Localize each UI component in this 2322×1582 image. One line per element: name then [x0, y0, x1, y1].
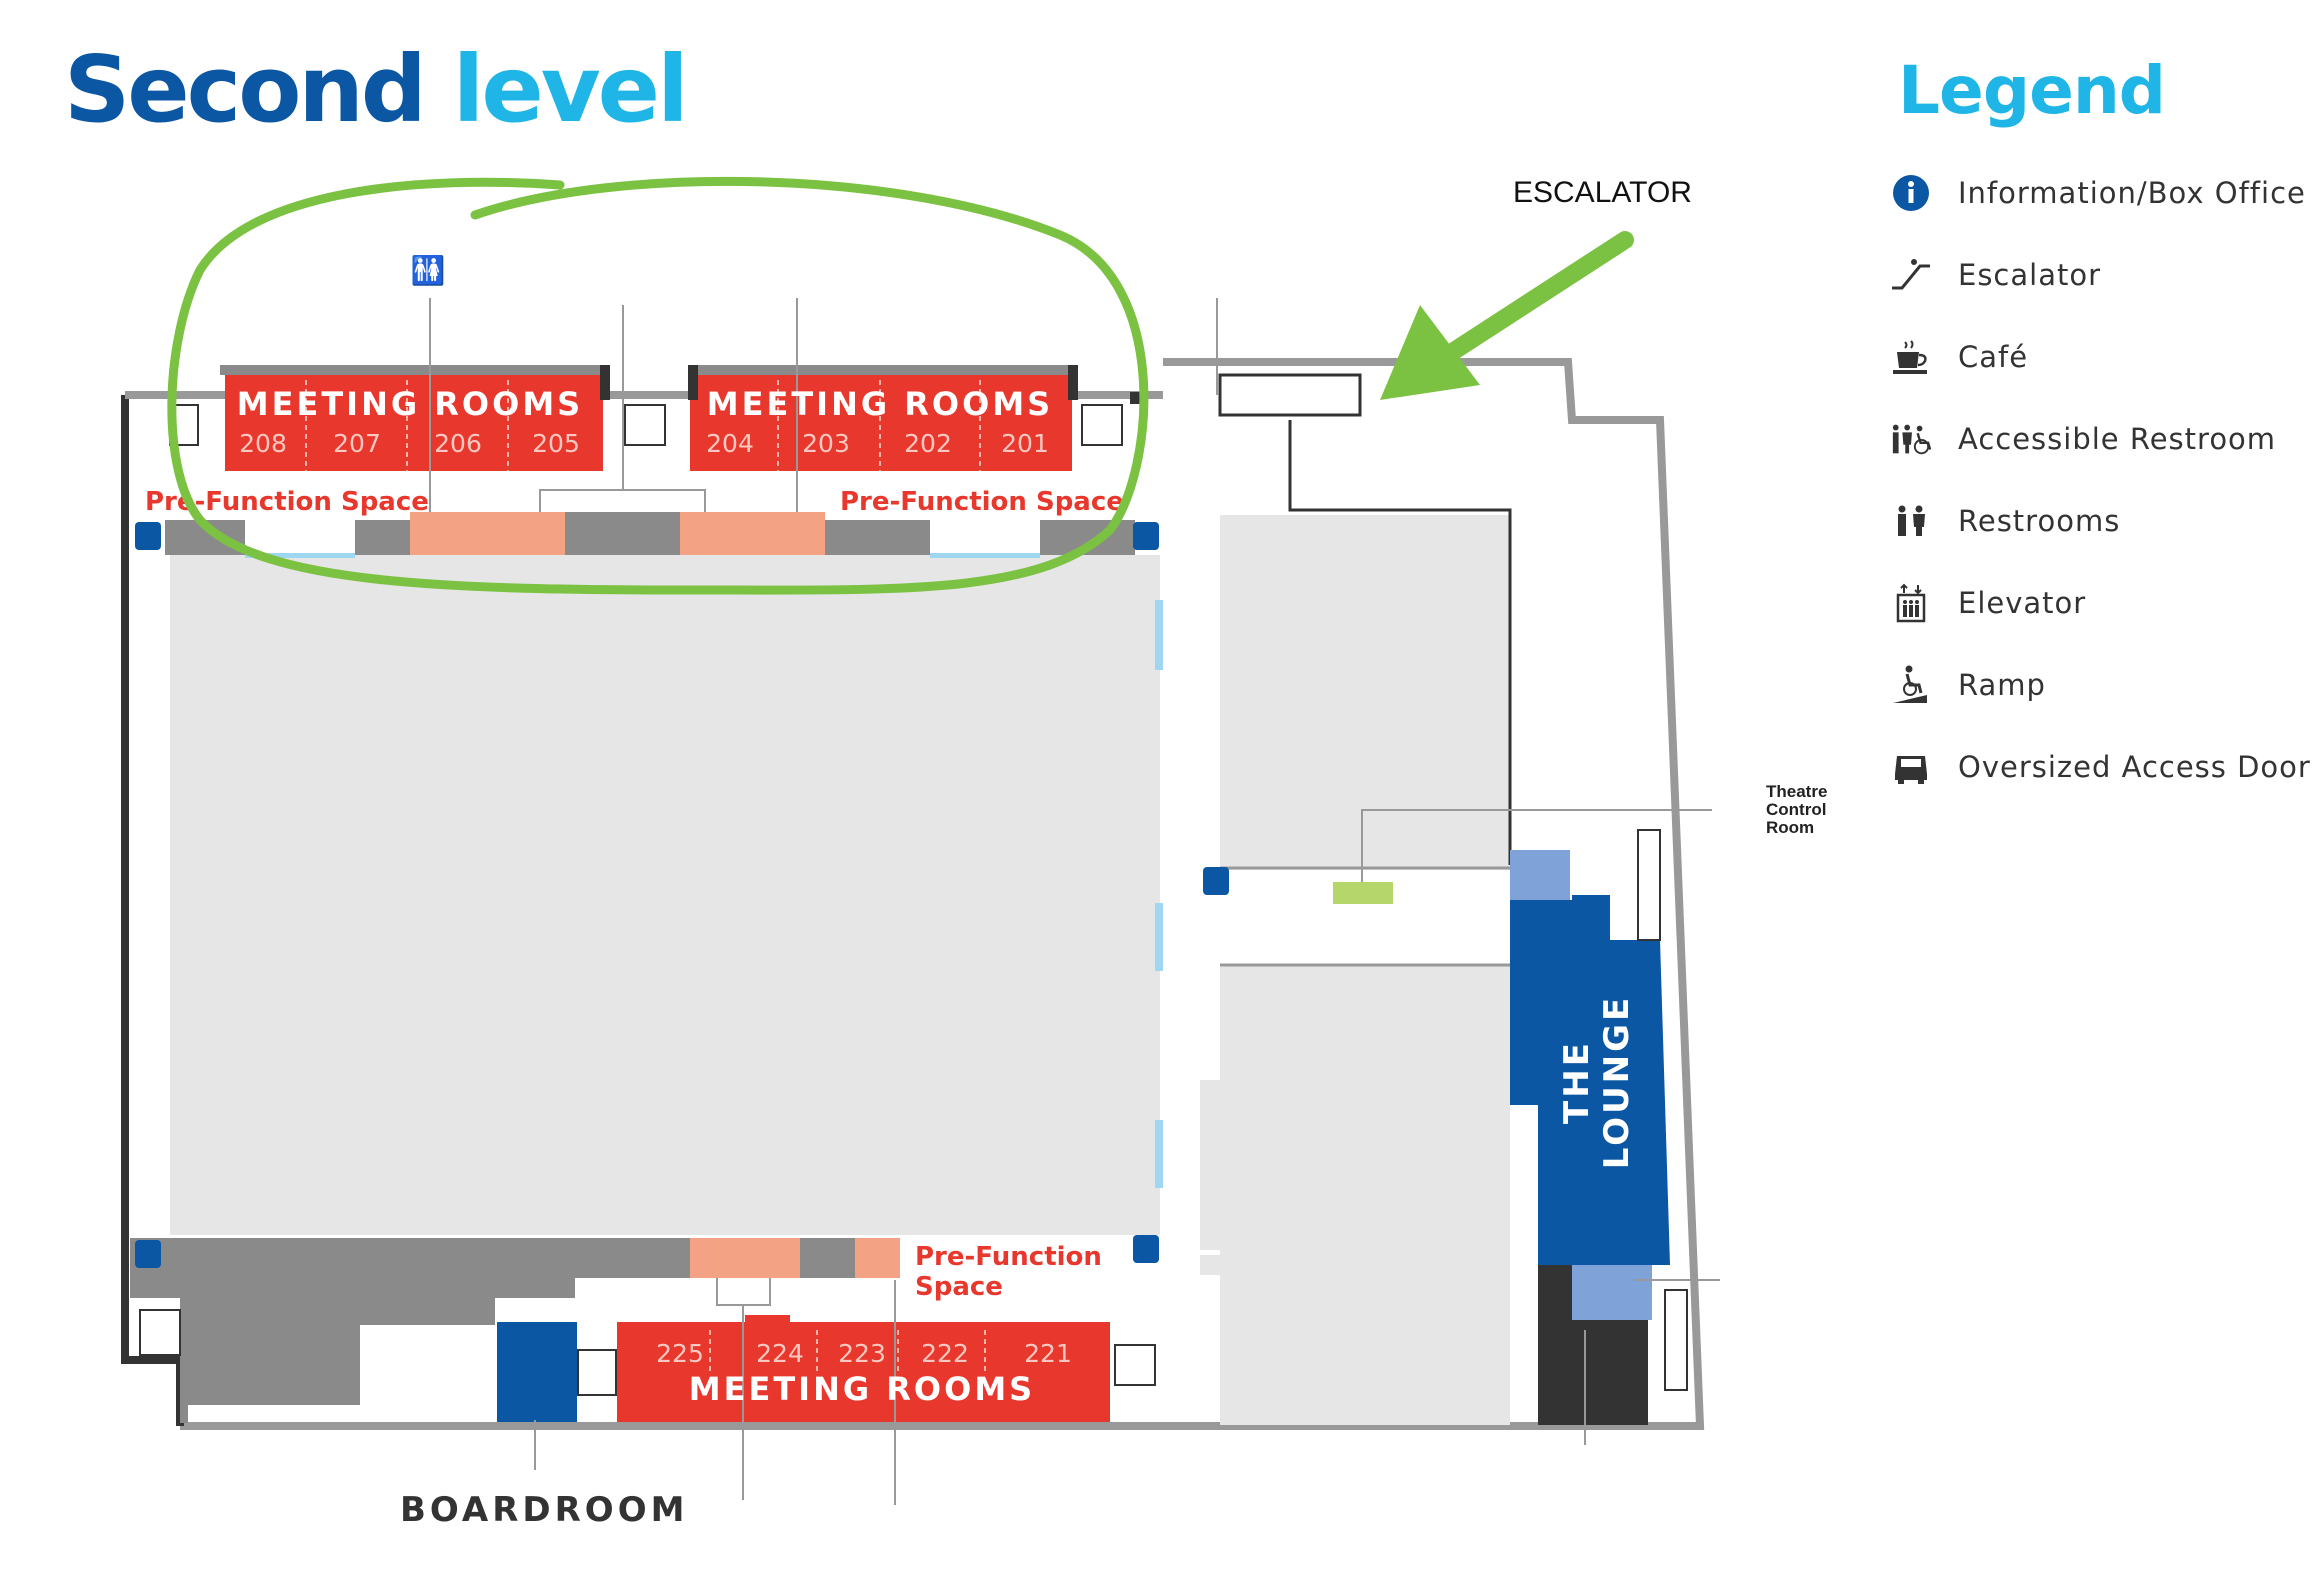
legend-item-oversized-door: Oversized Access Door	[1890, 726, 2320, 808]
legend-item-accessible-restroom: Accessible Restroom	[1890, 398, 2320, 480]
elevator-icon	[1890, 582, 1932, 624]
prefunction-label-east: Pre-Function Space	[840, 487, 1124, 517]
meeting-rooms-south	[617, 1322, 1110, 1422]
legend-item-cafe: Café	[1890, 316, 2320, 398]
room-208: 208	[239, 429, 287, 458]
room-205: 205	[532, 429, 580, 458]
oversized-door-icon	[1890, 746, 1932, 788]
cafe-icon	[1890, 336, 1932, 378]
east-hall-south	[1220, 965, 1510, 1425]
room-221: 221	[1024, 1339, 1072, 1368]
ramp-icon	[1890, 664, 1932, 706]
legend-label: Restrooms	[1958, 504, 2121, 538]
theatre-control-room-label: Theatre Control Room	[1766, 782, 1828, 837]
legend-list: Information/Box Office Escalator Café	[1890, 152, 2320, 808]
boardroom-room	[497, 1322, 577, 1422]
main-hall	[170, 555, 1160, 1235]
legend-label: Oversized Access Door	[1958, 750, 2311, 784]
room-223: 223	[838, 1339, 886, 1368]
building-outline-east	[180, 358, 1705, 1430]
room-203: 203	[802, 429, 850, 458]
room-201: 201	[1001, 429, 1049, 458]
restroom-icon	[1890, 500, 1932, 542]
legend-title: Legend	[1898, 52, 2166, 129]
legend-item-restrooms: Restrooms	[1890, 480, 2320, 562]
room-224: 224	[756, 1339, 804, 1368]
room-222: 222	[921, 1339, 969, 1368]
room-207: 207	[333, 429, 381, 458]
escalator-arrow-label: ESCALATOR	[1513, 176, 1692, 209]
the-lounge	[1510, 895, 1670, 1265]
prefunction-label-south-1: Pre-Function	[915, 1242, 1102, 1272]
meeting-rooms-label-nw: MEETING ROOMS	[237, 385, 583, 423]
svg-text:🚻: 🚻	[411, 254, 446, 287]
room-206: 206	[434, 429, 482, 458]
east-hall-north	[1220, 515, 1510, 870]
room-225: 225	[656, 1339, 704, 1368]
lounge-label-1: THE	[1557, 1040, 1597, 1124]
legend-label: Elevator	[1958, 586, 2087, 620]
boardroom-label: BOARDROOM	[400, 1490, 689, 1530]
accessible-restroom-icon	[1890, 418, 1932, 460]
page-title: Second level	[64, 44, 689, 136]
legend-item-info: Information/Box Office	[1890, 152, 2320, 234]
legend-item-escalator: Escalator	[1890, 234, 2320, 316]
prefunction-label-south-2: Space	[915, 1272, 1003, 1302]
legend-item-elevator: Elevator	[1890, 562, 2320, 644]
restroom-icon: 🚻	[411, 254, 446, 287]
meeting-rooms-north-west	[225, 373, 603, 471]
room-204: 204	[706, 429, 754, 458]
meeting-rooms-label-ne: MEETING ROOMS	[707, 385, 1053, 423]
theatre-control-room-area	[1333, 882, 1393, 904]
escalator-arrow	[1380, 231, 1634, 400]
meeting-rooms-label-south: MEETING ROOMS	[689, 1370, 1035, 1408]
legend-label: Café	[1958, 340, 2029, 374]
legend-label: Ramp	[1958, 668, 2046, 702]
escalator-icon	[1890, 254, 1932, 296]
legend-item-ramp: Ramp	[1890, 644, 2320, 726]
legend-label: Accessible Restroom	[1958, 422, 2277, 456]
lounge-label-2: LOUNGE	[1597, 995, 1637, 1170]
title-word-level: level	[452, 36, 689, 143]
elevator-marker	[135, 522, 1229, 1268]
escalator-stairs	[1218, 373, 1362, 417]
green-highlight-circle	[167, 176, 1149, 595]
room-202: 202	[904, 429, 952, 458]
title-word-second: Second	[64, 36, 427, 143]
legend-label: Escalator	[1958, 258, 2102, 292]
info-icon	[1890, 172, 1932, 214]
legend-label: Information/Box Office	[1958, 176, 2306, 210]
